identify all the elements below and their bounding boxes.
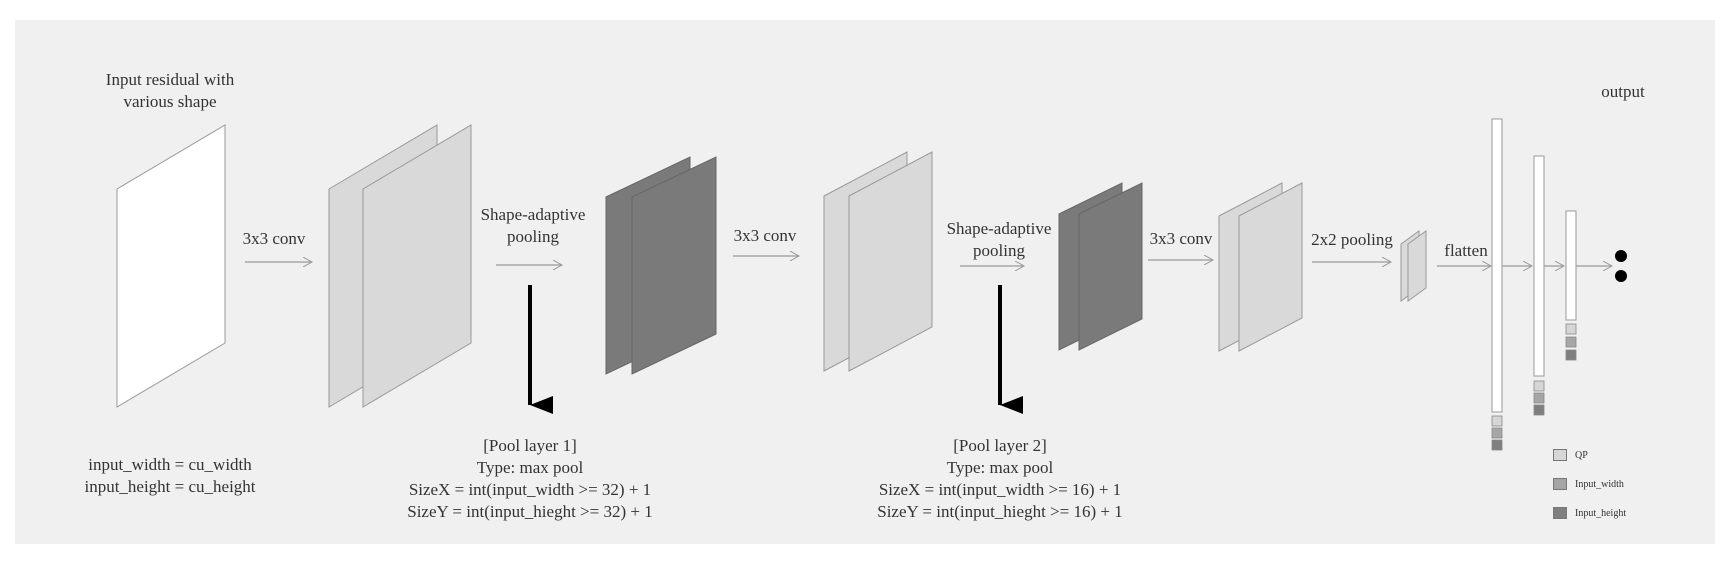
legend-height-label: Input_height bbox=[1575, 507, 1627, 519]
conv1-map-front bbox=[362, 124, 472, 408]
pool2-size-y: SizeY = int(input_hieght >= 16) + 1 bbox=[877, 502, 1123, 521]
pool3-map-front bbox=[1407, 230, 1427, 302]
pool-layer-2-info: [Pool layer 2] Type: max pool SizeX = in… bbox=[850, 435, 1150, 523]
fc2-qp-cell bbox=[1533, 380, 1545, 392]
fc-layer-1 bbox=[1491, 118, 1503, 413]
sap1-label: Shape-adaptive pooling bbox=[463, 204, 603, 248]
fc2-height-cell bbox=[1533, 404, 1545, 416]
legend-width-label: Input_width bbox=[1575, 478, 1624, 490]
input-title-line2: various shape bbox=[123, 92, 217, 111]
sap2-label: Shape-adaptive pooling bbox=[929, 218, 1069, 262]
conv2-map-front bbox=[848, 151, 933, 372]
input-width-formula: input_width = cu_width bbox=[88, 455, 252, 474]
input-title-line1: Input residual with bbox=[105, 70, 235, 89]
legend-width-swatch bbox=[1553, 478, 1567, 490]
pool1-size-y: SizeY = int(input_hieght >= 32) + 1 bbox=[407, 502, 653, 521]
conv3-map-front bbox=[1238, 182, 1303, 352]
conv2-label: 3x3 conv bbox=[733, 226, 797, 245]
conv3-label: 3x3 conv bbox=[1149, 229, 1213, 248]
legend-height-swatch bbox=[1553, 507, 1567, 519]
pool2-size-x: SizeX = int(input_width >= 16) + 1 bbox=[878, 480, 1122, 499]
fc-layer-2 bbox=[1533, 155, 1545, 377]
sap2-label-line2: pooling bbox=[973, 241, 1025, 260]
output-node-1 bbox=[1615, 250, 1627, 262]
flatten-label: flatten bbox=[1444, 241, 1488, 260]
fc1-qp-cell bbox=[1491, 415, 1503, 427]
pool2-title: [Pool layer 2] bbox=[953, 436, 1047, 455]
fc2-width-cell bbox=[1533, 392, 1545, 404]
output-label: output bbox=[1601, 82, 1645, 101]
legend-qp-label: QP bbox=[1575, 449, 1588, 461]
fc3-qp-cell bbox=[1565, 323, 1577, 335]
pool1-map-front bbox=[631, 156, 717, 375]
legend-width: Input_width bbox=[1553, 478, 1624, 490]
pool1-title: [Pool layer 1] bbox=[483, 436, 577, 455]
fc3-width-cell bbox=[1565, 336, 1577, 348]
conv1-label: 3x3 conv bbox=[242, 229, 306, 248]
fc1-height-cell bbox=[1491, 439, 1503, 451]
input-title: Input residual with various shape bbox=[90, 69, 250, 113]
input-height-formula: input_height = cu_height bbox=[84, 477, 256, 496]
pool2-map-front bbox=[1078, 182, 1143, 351]
sap1-label-line2: pooling bbox=[507, 227, 559, 246]
legend-qp: QP bbox=[1553, 449, 1588, 461]
fc1-width-cell bbox=[1491, 427, 1503, 439]
legend-height: Input_height bbox=[1553, 507, 1626, 519]
pool2-type: Type: max pool bbox=[946, 458, 1054, 477]
fc-layer-3 bbox=[1565, 210, 1577, 321]
fc3-height-cell bbox=[1565, 349, 1577, 361]
sap2-label-line1: Shape-adaptive bbox=[946, 219, 1052, 238]
pool1-type: Type: max pool bbox=[476, 458, 584, 477]
pool1-size-x: SizeX = int(input_width >= 32) + 1 bbox=[408, 480, 652, 499]
input-dimensions: input_width = cu_width input_height = cu… bbox=[60, 454, 280, 498]
input-plane bbox=[116, 124, 226, 408]
sap1-label-line1: Shape-adaptive bbox=[480, 205, 586, 224]
pool-layer-1-info: [Pool layer 1] Type: max pool SizeX = in… bbox=[380, 435, 680, 523]
pool-label: 2x2 pooling bbox=[1311, 230, 1393, 249]
output-node-2 bbox=[1615, 270, 1627, 282]
legend-qp-swatch bbox=[1553, 449, 1567, 461]
